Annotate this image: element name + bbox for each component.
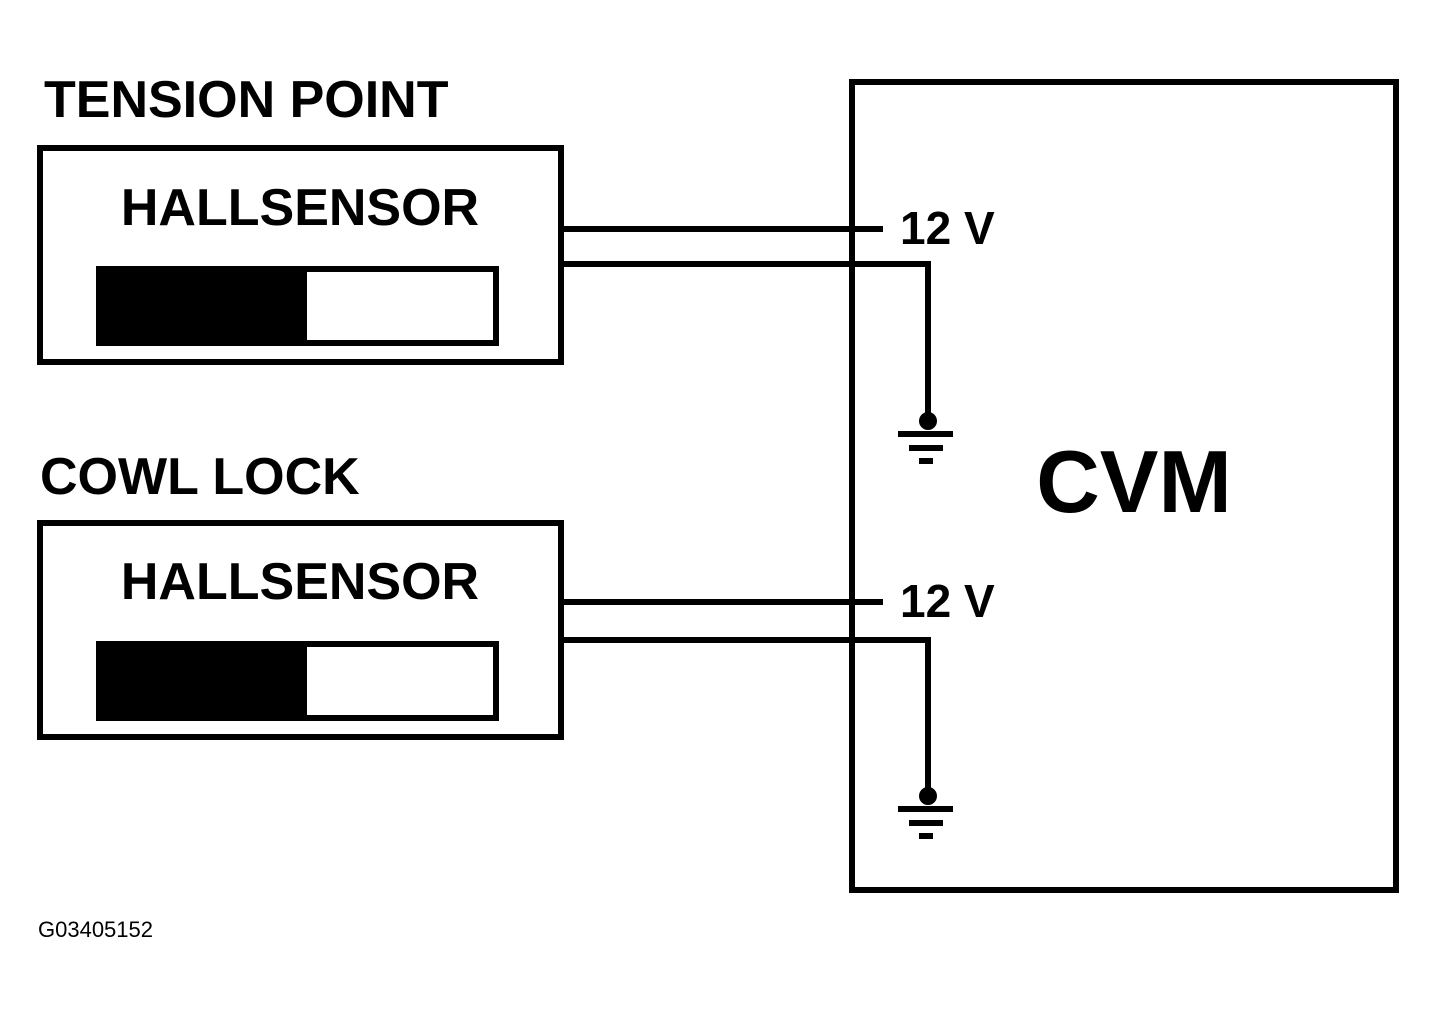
- ground-icon: [898, 787, 953, 839]
- sensor-group-tension-point: TENSION POINT HALLSENSOR 12 V: [37, 71, 995, 464]
- hallsensor-element-icon: [96, 641, 499, 721]
- ground-icon: [898, 412, 953, 464]
- cvm-module-box: [849, 79, 1399, 893]
- hallsensor-box: [37, 145, 564, 365]
- supply-voltage-label: 12 V: [900, 575, 995, 627]
- hallsensor-label: HALLSENSOR: [121, 553, 479, 611]
- hallsensor-box: [37, 520, 564, 740]
- figure-id: G03405152: [38, 917, 153, 942]
- sensor-location-label: TENSION POINT: [44, 71, 449, 129]
- sensor-group-cowl-lock: COWL LOCK HALLSENSOR 12 V: [37, 448, 995, 839]
- ground-wire: [564, 637, 931, 795]
- ground-wire: [564, 261, 931, 420]
- supply-voltage-label: 12 V: [900, 202, 995, 254]
- cvm-module-label: CVM: [1036, 432, 1232, 531]
- hallsensor-element-icon: [96, 266, 499, 346]
- hallsensor-label: HALLSENSOR: [121, 179, 479, 237]
- sensor-location-label: COWL LOCK: [40, 448, 360, 506]
